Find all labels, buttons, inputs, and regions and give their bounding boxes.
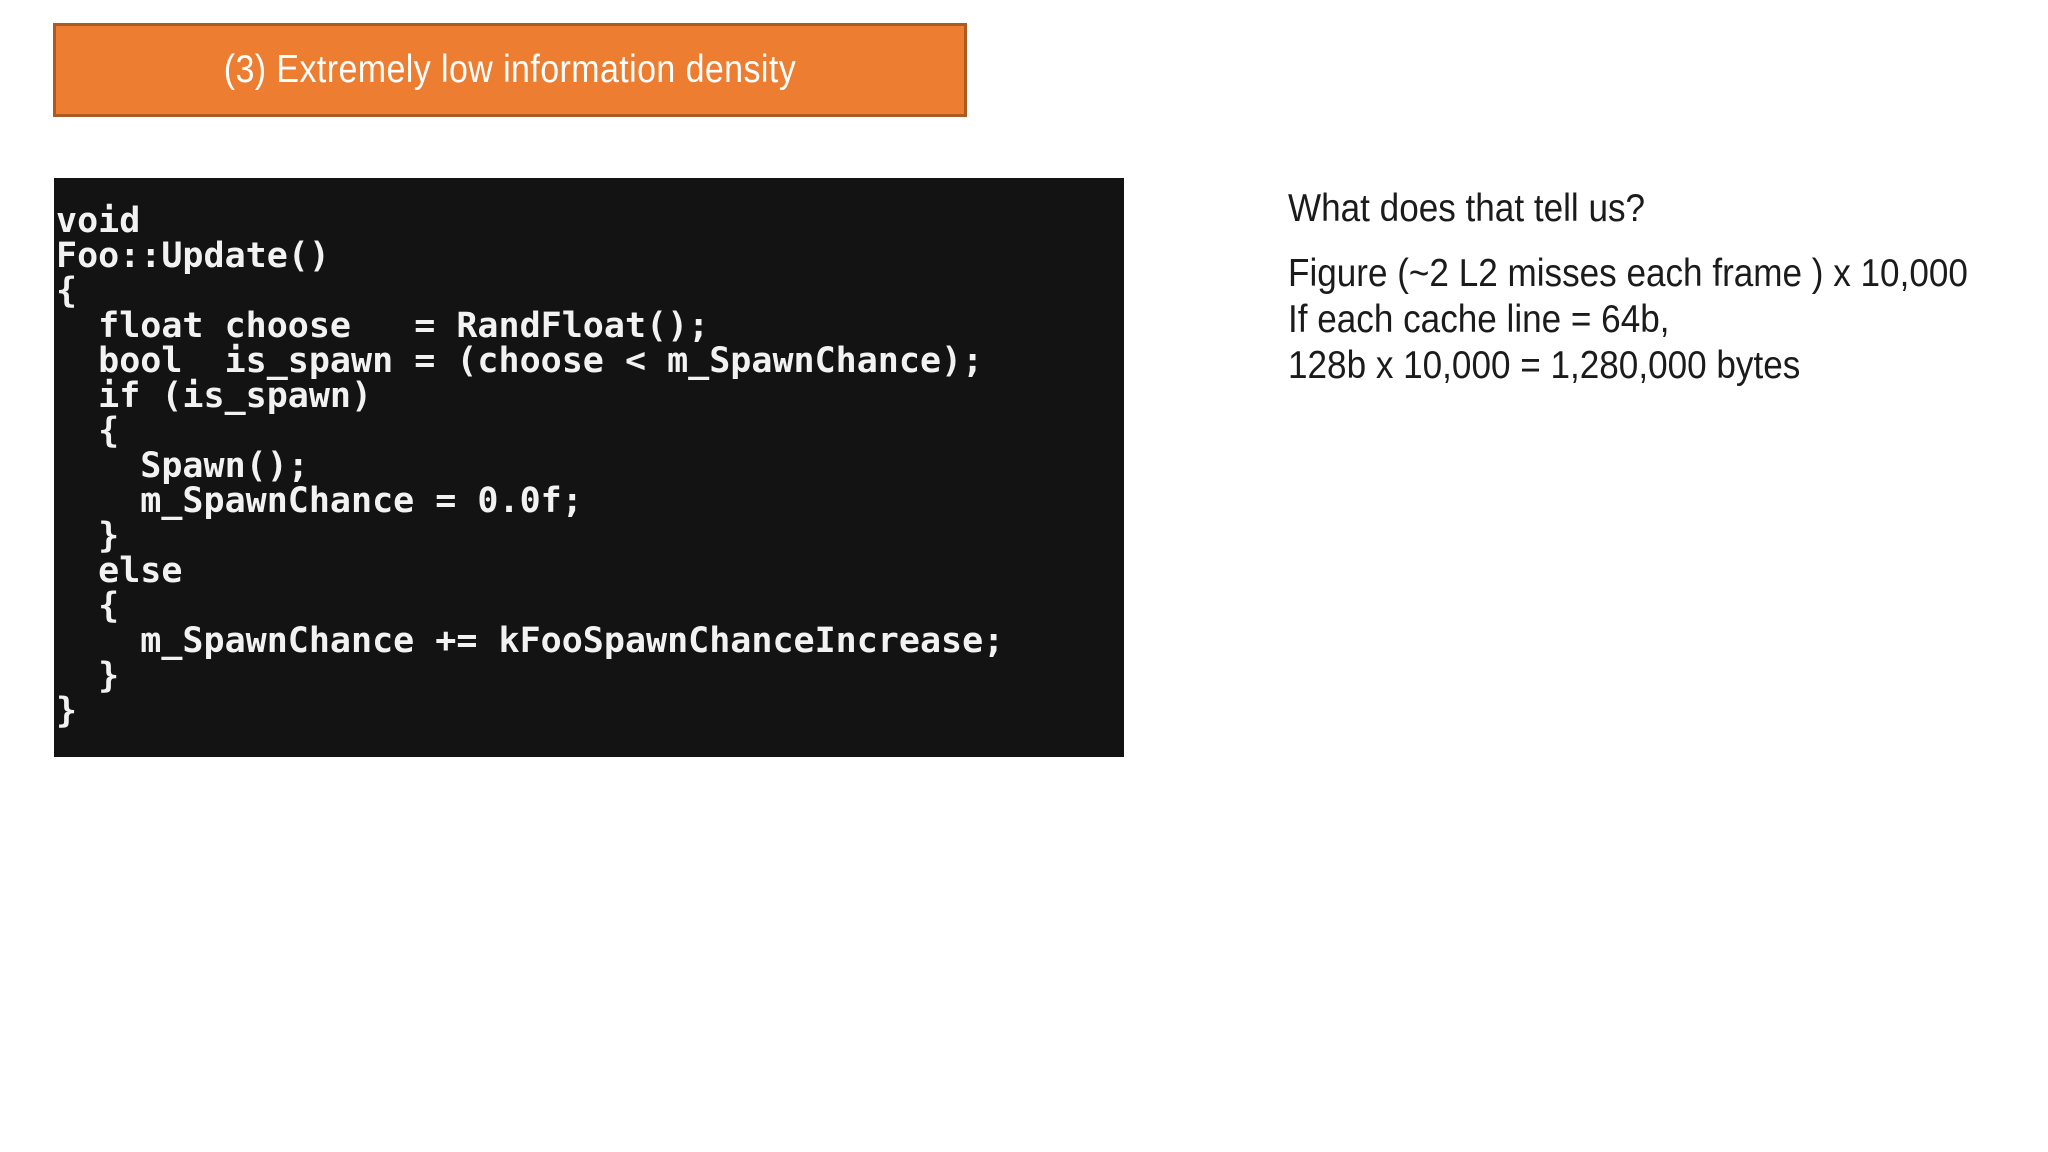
notes-body: Figure (~2 L2 misses each frame ) x 10,0…	[1288, 251, 1968, 389]
notes-heading: What does that tell us?	[1288, 187, 1646, 230]
notes-line: Figure (~2 L2 misses each frame ) x 10,0…	[1288, 252, 1968, 295]
code-snippet-box: void Foo::Update() { float choose = Rand…	[54, 178, 1124, 757]
title-banner-label: (3) Extremely low information density	[223, 48, 797, 91]
code-text: void Foo::Update() { float choose = Rand…	[56, 201, 1005, 731]
notes-line: If each cache line = 64b,	[1288, 298, 1670, 341]
title-banner: (3) Extremely low information density	[53, 23, 967, 117]
notes-panel: What does that tell us? Figure (~2 L2 mi…	[1288, 186, 1968, 389]
notes-line: 128b x 10,000 = 1,280,000 bytes	[1288, 344, 1801, 387]
